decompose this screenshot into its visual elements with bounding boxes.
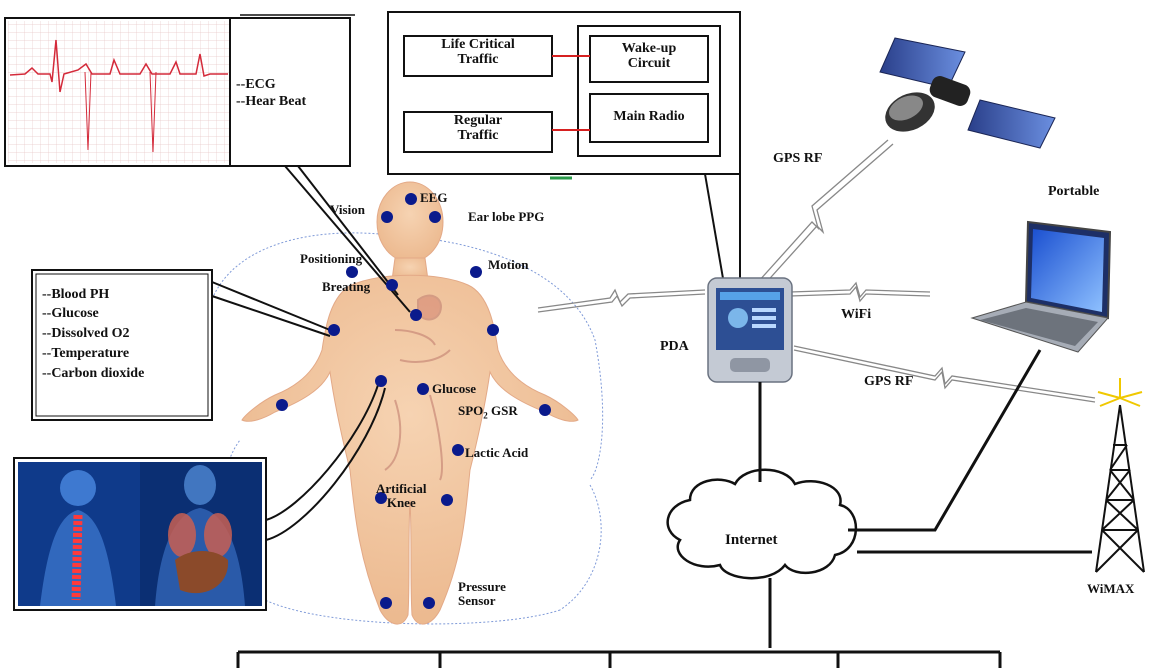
pda-callout-panel	[387, 11, 741, 291]
temperature-label: --Temperature	[42, 346, 130, 361]
pressure-line1: Pressure	[458, 579, 506, 594]
breathing-label: Breating	[322, 279, 371, 294]
gsr-text: GSR	[487, 403, 518, 418]
sensor-right-arm	[487, 324, 499, 336]
portable-label: Portable	[1048, 184, 1100, 199]
knee-line2: Knee	[386, 494, 416, 510]
glucose-list-label: --Glucose	[42, 306, 99, 321]
wimax-tower	[1095, 378, 1145, 573]
glucose-label: Glucose	[432, 381, 477, 396]
callout-lines	[211, 165, 411, 541]
wakeup-circuit-label: Wake-up Circuit	[590, 41, 708, 71]
human-body	[241, 181, 579, 625]
pda-device	[707, 277, 793, 383]
sensor-back	[375, 375, 387, 387]
sensor-knee-right	[441, 494, 453, 506]
internet-label: Internet	[725, 532, 778, 548]
sensor-vision	[381, 211, 393, 223]
gps-rf-mid-label: GPS RF	[864, 374, 914, 389]
satellite-image	[879, 37, 1056, 149]
motion-label: Motion	[488, 257, 529, 272]
sensor-left-hand	[276, 399, 288, 411]
sensor-motion	[470, 266, 482, 278]
internet-cloud	[666, 468, 858, 580]
wakeup-line1: Wake-up	[621, 41, 677, 56]
sensor-foot-right	[423, 597, 435, 609]
sensor-ear-lobe	[429, 211, 441, 223]
spine-highlight	[71, 514, 83, 601]
eeg-label: EEG	[420, 190, 448, 205]
sensor-breathing	[386, 279, 398, 291]
regular-line1: Regular	[453, 113, 503, 128]
sensor-gsr	[539, 404, 551, 416]
sensor-knee-left	[375, 492, 387, 504]
anatomy-image	[13, 457, 267, 611]
regular-line2: Traffic	[457, 127, 499, 143]
carbon-dioxide-label: --Carbon dioxide	[42, 366, 145, 381]
ecg-trace	[9, 39, 228, 93]
network-wires	[236, 349, 1092, 668]
spo2-gsr-label: SPO2 GSR	[458, 404, 518, 421]
life-critical-line1: Life Critical	[441, 37, 515, 52]
organ-hints	[384, 294, 451, 481]
spo2-subscript: 2	[483, 410, 488, 421]
life-critical-label: Life Critical Traffic	[404, 37, 552, 67]
ear-lobe-label: Ear lobe PPG	[468, 209, 545, 224]
lactic-acid-label: Lactic Acid	[465, 445, 529, 460]
blood-panel-inner	[35, 273, 209, 417]
wireless-links	[537, 139, 1096, 403]
sensor-positioning	[346, 266, 358, 278]
heartbeat-label: --Hear Beat	[236, 94, 307, 109]
ecg-label: --ECG	[236, 77, 276, 92]
wimax-label: WiMAX	[1087, 581, 1135, 596]
sensor-glucose	[417, 383, 429, 395]
wifi-label: WiFi	[841, 307, 872, 322]
pressure-sensor-label: Pressure Sensor	[458, 580, 506, 607]
life-critical-line2: Traffic	[457, 51, 499, 67]
sensor-foot-left	[380, 597, 392, 609]
knee-line1: Artificial	[376, 481, 427, 496]
main-radio-label: Main Radio	[613, 109, 685, 124]
sensor-eeg	[405, 193, 417, 205]
back-head	[60, 470, 96, 506]
sensor-blood-arm	[328, 324, 340, 336]
gps-rf-top-label: GPS RF	[773, 151, 823, 166]
sensor-lactic	[452, 444, 464, 456]
sensor-heart	[410, 309, 422, 321]
regular-traffic-label: Regular Traffic	[404, 113, 552, 143]
spo2-prefix: SPO	[458, 403, 484, 418]
artificial-knee-label: Artificial Knee	[376, 482, 427, 509]
blood-panel-frame	[31, 269, 213, 421]
laptop-image	[970, 220, 1112, 353]
ecg-panel	[4, 14, 355, 167]
vision-label: Vision	[330, 202, 365, 217]
dissolved-o2-label: --Dissolved O2	[42, 326, 130, 341]
blood-ph-label: --Blood PH	[42, 287, 110, 302]
positioning-label: Positioning	[300, 251, 363, 266]
pressure-line2: Sensor	[458, 592, 496, 608]
wakeup-line2: Circuit	[627, 55, 671, 71]
pda-label: PDA	[660, 339, 689, 354]
